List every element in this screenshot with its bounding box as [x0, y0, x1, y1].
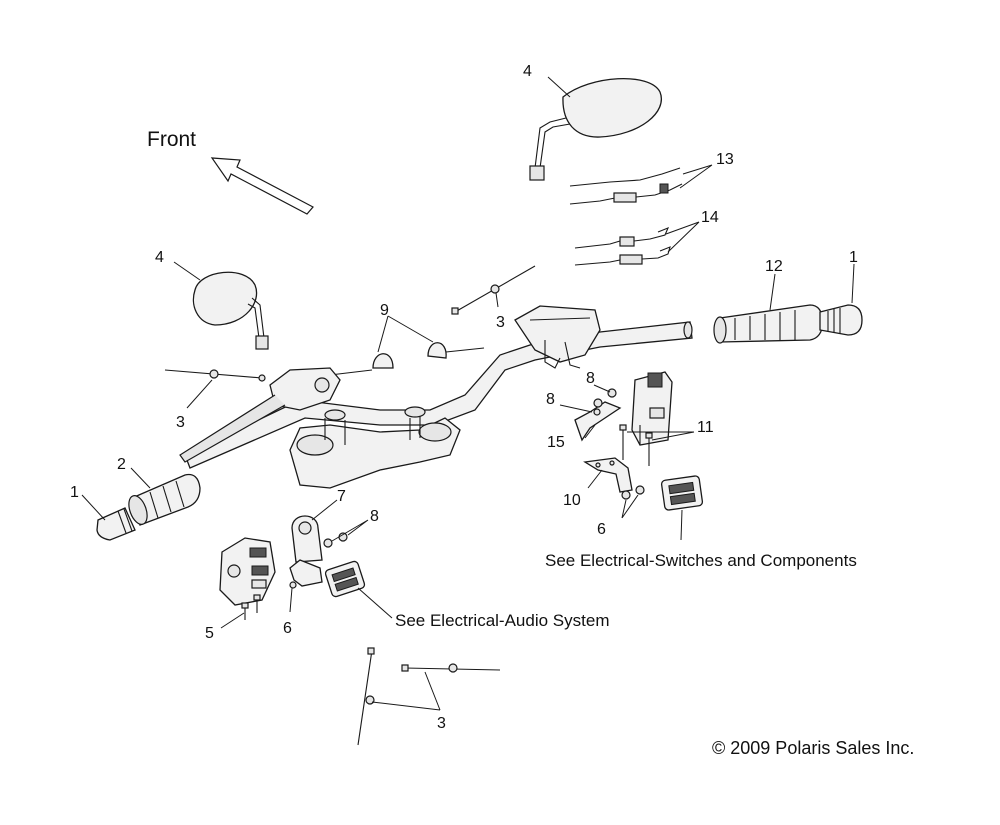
callout-15-bracket: 15	[547, 434, 565, 451]
bracket-6-left	[289, 559, 323, 589]
callout-3-ties-lower: 3	[437, 715, 446, 732]
callout-3-tie: 3	[496, 314, 505, 331]
leader-line	[665, 221, 700, 253]
front-label: Front	[147, 128, 196, 151]
leader-line	[130, 467, 151, 489]
mount-plate-7	[291, 515, 323, 563]
leader-line	[371, 671, 441, 711]
leader-line	[289, 587, 293, 613]
right-switch-module	[660, 475, 704, 511]
right-bar-end	[819, 304, 863, 336]
leader-line	[547, 76, 571, 98]
handlebar	[184, 321, 693, 469]
leader-line	[495, 292, 499, 308]
leader-line	[331, 519, 369, 542]
leader-line	[311, 499, 338, 521]
right-mirror	[529, 77, 662, 181]
right-grip	[713, 304, 824, 344]
callout-4-left-mirror: 4	[155, 249, 164, 266]
screws-5	[241, 594, 261, 620]
left-controls	[179, 367, 341, 463]
left-mirror	[192, 271, 269, 350]
triple-clamp	[289, 406, 461, 489]
right-switch-housing	[631, 371, 673, 446]
bracket-15	[574, 401, 622, 442]
callout-9-clamps: 9	[380, 302, 389, 319]
leader-line	[584, 424, 596, 439]
leader-line	[559, 404, 593, 413]
callout-6-bracket-left: 6	[283, 620, 292, 637]
leader-line	[679, 164, 713, 189]
cable-tie-left	[164, 369, 266, 382]
leader-line	[357, 587, 393, 619]
leader-line	[587, 469, 603, 489]
nuts-8-upper	[593, 388, 617, 416]
leader-line	[81, 494, 106, 521]
note-audio: See Electrical-Audio System	[395, 611, 609, 630]
callout-7-plate: 7	[337, 488, 346, 505]
callout-6-nuts-right: 6	[597, 521, 606, 538]
callout-1-left-end: 1	[70, 484, 79, 501]
leader-line	[173, 261, 201, 281]
left-switch-housing	[219, 537, 276, 606]
callout-8-nut-b: 8	[546, 391, 555, 408]
handlebar-clamps	[329, 342, 485, 376]
copyright: © 2009 Polaris Sales Inc.	[712, 738, 914, 758]
front-arrow-icon	[210, 157, 314, 215]
note-switches: See Electrical-Switches and Components	[545, 551, 857, 570]
callout-8-nut-lower: 8	[370, 508, 379, 525]
callout-4-right-mirror: 4	[523, 63, 532, 80]
callout-8-nut-a: 8	[586, 370, 595, 387]
callout-13-throttle-cables: 13	[716, 151, 734, 168]
leader-line	[627, 431, 695, 441]
brake-cables	[574, 226, 671, 266]
callout-3-tie-left: 3	[176, 414, 185, 431]
leader-line	[220, 612, 245, 629]
callout-2-left-grip: 2	[117, 456, 126, 473]
cable-ties-lower	[357, 647, 501, 746]
nuts-8-lower	[323, 532, 348, 548]
leader-line	[377, 315, 434, 353]
callout-14-brake-cables: 14	[701, 209, 719, 226]
audio-switch-module	[324, 560, 366, 598]
left-grip	[128, 473, 201, 526]
leader-line	[769, 273, 776, 311]
leader-line	[680, 509, 683, 541]
callout-10-bracket: 10	[563, 492, 581, 509]
bracket-10	[583, 457, 633, 493]
leader-line	[593, 384, 611, 393]
callout-11-switch: 11	[697, 419, 714, 436]
leader-line	[186, 379, 213, 409]
left-bar-end	[96, 507, 136, 541]
throttle-cables	[569, 167, 683, 205]
callout-5-switch: 5	[205, 625, 214, 642]
cable-tie	[451, 265, 536, 315]
callout-12-right-grip: 12	[765, 258, 783, 275]
leader-line	[851, 263, 855, 304]
screws-11	[619, 424, 653, 466]
leader-line	[621, 494, 639, 519]
callout-1-right-end: 1	[849, 249, 858, 266]
right-master-cylinder	[514, 305, 601, 369]
nuts-6-right	[621, 485, 645, 500]
